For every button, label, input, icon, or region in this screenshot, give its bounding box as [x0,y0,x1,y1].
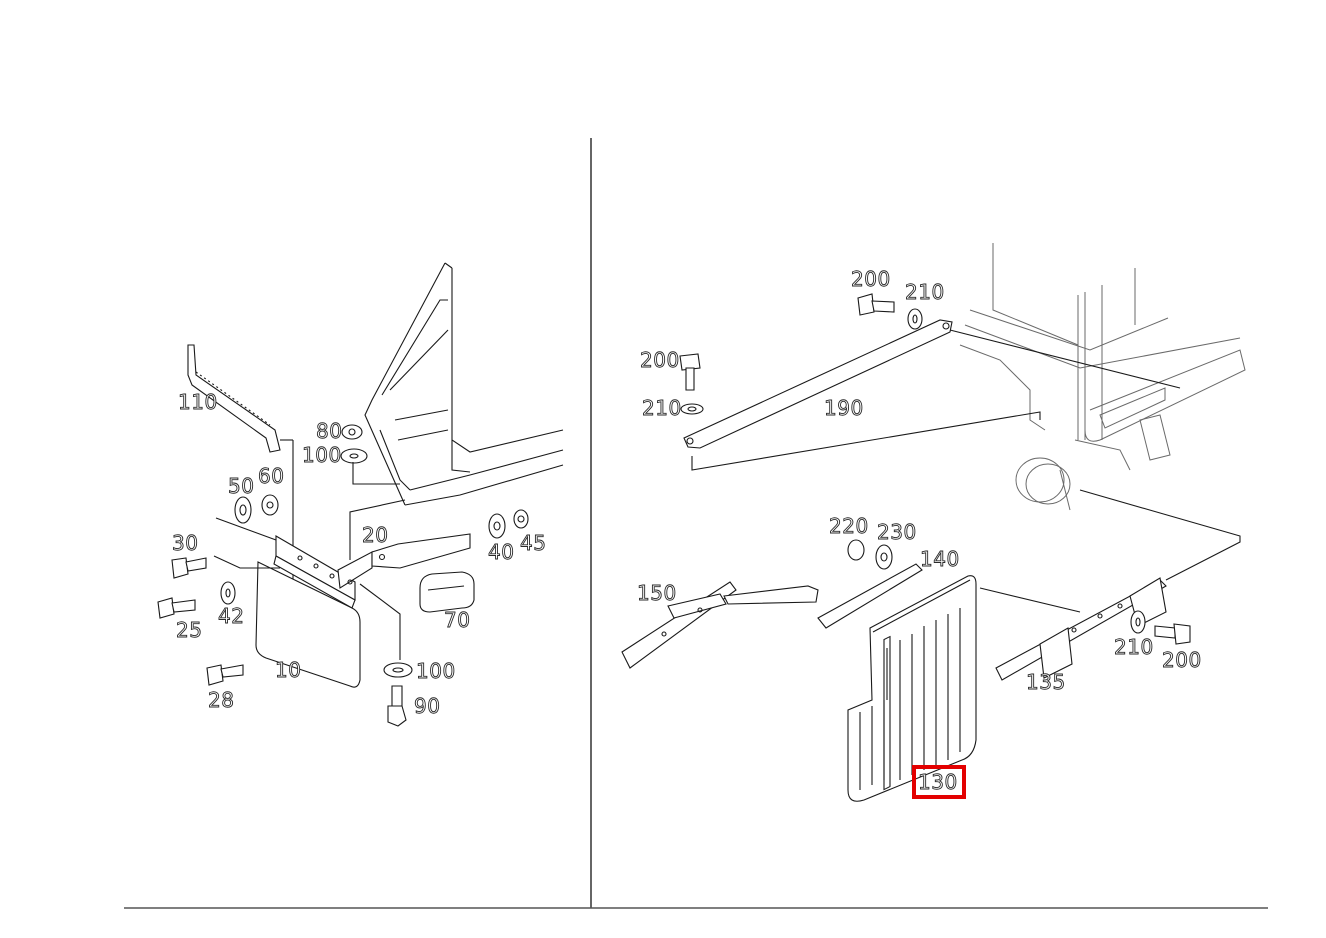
vehicle-frame-left [364,262,564,506]
part-135-bracket [995,577,1167,681]
callout-200-left: 200 [640,348,680,372]
callout-230: 230 [877,520,917,544]
callout-28: 28 [208,688,234,712]
callout-130-highlight [912,765,966,799]
callout-210-left: 210 [642,396,682,420]
part-190-rod [683,319,1181,471]
callout-210-top: 210 [905,280,945,304]
callout-70: 70 [444,608,470,632]
vehicle-rear-body [959,243,1246,511]
callout-10: 10 [275,658,301,682]
callout-42: 42 [218,604,244,628]
callout-220: 220 [829,514,869,538]
hardware-left [157,424,529,727]
bracket-assembly-left [273,535,373,609]
part-10-mudflap [255,561,361,688]
right-panel: 200 210 200 210 190 220 230 140 150 210 … [621,243,1246,802]
callout-60: 60 [258,464,284,488]
hardware-right-lower [1130,610,1191,645]
callout-130: 130 [918,770,958,794]
callout-190: 190 [824,396,864,420]
callout-20: 20 [362,523,388,547]
hardware-right-upper [679,293,923,415]
callout-45: 45 [520,531,546,555]
callout-50: 50 [228,474,254,498]
callouts-left: 110 80 100 50 60 30 20 40 45 25 42 70 10… [172,390,547,719]
part-150-bracket [621,581,819,669]
callout-135: 135 [1026,670,1066,694]
callout-90: 90 [414,694,440,718]
part-140-strip [817,539,923,629]
callouts-right: 200 210 200 210 190 220 230 140 150 210 … [637,267,1202,799]
callout-140: 140 [920,547,960,571]
callout-80: 80 [316,419,342,443]
callout-25: 25 [176,618,202,642]
callout-150: 150 [637,581,677,605]
callout-30: 30 [172,531,198,555]
callout-100-upper: 100 [302,443,342,467]
part-130-mudflap [847,575,977,802]
callout-200-right: 200 [1162,648,1202,672]
leader-lines-left [213,462,406,660]
part-20-bracket [371,533,471,569]
callout-40: 40 [488,540,514,564]
part-70-clip [419,571,475,613]
left-panel: 110 80 100 50 60 30 20 40 45 25 42 70 10… [157,262,564,727]
callout-200-top: 200 [851,267,891,291]
leader-lines-right [979,489,1241,613]
callout-110: 110 [178,390,218,414]
callout-210-right: 210 [1114,635,1154,659]
callout-100-lower: 100 [416,659,456,683]
